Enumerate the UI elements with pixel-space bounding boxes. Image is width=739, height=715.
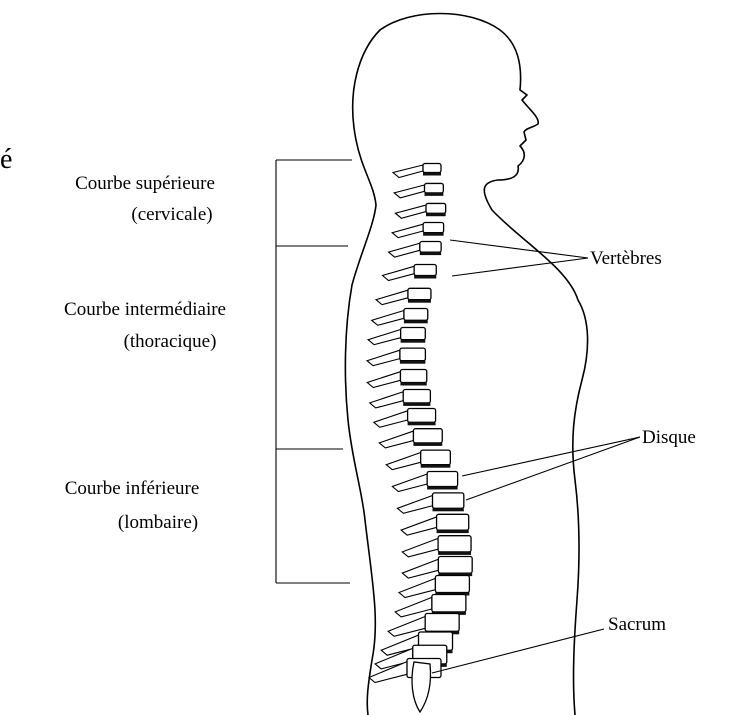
vertebra-body <box>435 576 469 593</box>
vertebra-body <box>425 183 444 192</box>
vertebra-body <box>425 614 459 632</box>
vertebra-body <box>432 595 466 612</box>
vertebrae-label: Vertèbres <box>590 248 662 269</box>
intervertebral-disc <box>413 443 442 446</box>
spinous-process <box>383 266 415 280</box>
vertebra-body <box>421 450 451 465</box>
lower-curve-sublabel: (lombaire) <box>118 512 198 533</box>
vertebra-body <box>420 242 441 253</box>
upper-curve-sublabel: (cervicale) <box>131 204 212 225</box>
spinous-process <box>393 165 423 178</box>
disc-leader-line-2 <box>466 437 640 500</box>
intervertebral-disc <box>437 530 469 533</box>
disc-label: Disque <box>642 427 696 448</box>
spinous-process <box>392 224 423 238</box>
spinous-process <box>379 431 413 448</box>
upper-curve-label: Courbe supérieure <box>75 173 215 194</box>
spinous-process <box>370 392 404 408</box>
vertebra-body <box>403 390 430 403</box>
spinous-process <box>402 538 438 557</box>
vertebra-body <box>413 429 442 443</box>
disc-leader-line-1 <box>462 437 640 476</box>
vertebra-body <box>400 370 426 383</box>
vertebra-body <box>414 265 436 276</box>
spinous-process <box>392 474 427 492</box>
vertebra-body <box>438 536 471 552</box>
intervertebral-disc <box>408 300 431 303</box>
intervertebral-disc <box>408 422 436 425</box>
intervertebral-disc <box>423 233 443 236</box>
vertebrae-leader-line-2 <box>452 258 588 276</box>
vertebra-body <box>423 164 441 173</box>
intervertebral-disc <box>401 340 426 343</box>
intervertebral-disc <box>423 173 441 176</box>
vertebra-body <box>401 328 426 340</box>
intervertebral-disc <box>414 276 436 279</box>
sacrum-label: Sacrum <box>608 614 666 635</box>
spinous-process <box>399 578 435 597</box>
vertebra-body <box>423 223 443 233</box>
spinous-process <box>395 205 426 218</box>
spinous-process <box>397 495 432 513</box>
intervertebral-disc <box>403 403 430 406</box>
spinous-process <box>372 310 404 325</box>
intervertebral-disc <box>421 465 451 468</box>
vertebra-body <box>438 557 472 574</box>
spinous-process <box>367 372 400 388</box>
intervertebral-disc <box>404 320 428 323</box>
vertebra-body <box>426 203 446 213</box>
intervertebral-disc <box>425 193 444 196</box>
intervertebral-disc <box>433 508 464 511</box>
vertebral-column <box>367 164 472 713</box>
sacrum-bone <box>412 662 431 712</box>
spinous-process <box>389 243 420 257</box>
vertebra-body <box>408 288 431 299</box>
intervertebral-disc <box>427 487 457 490</box>
vertebrae-leader-line-1 <box>450 240 588 258</box>
middle-curve-sublabel: (thoracique) <box>124 331 217 352</box>
vertebra-body <box>404 309 428 321</box>
intervertebral-disc <box>426 213 446 216</box>
intervertebral-disc <box>438 552 471 555</box>
vertebra-body <box>433 493 464 508</box>
spinous-process <box>402 559 438 578</box>
spinous-process <box>367 350 400 366</box>
vertebra-body <box>408 409 436 423</box>
intervertebral-disc <box>420 252 441 255</box>
vertebra-body <box>437 514 469 530</box>
spinous-process <box>394 185 424 198</box>
spinous-process <box>368 330 401 345</box>
sacrum-leader-line <box>432 629 604 673</box>
spinous-process <box>374 411 408 428</box>
spinous-process <box>401 517 436 535</box>
vertebra-body <box>427 472 457 487</box>
vertebra-body <box>400 348 425 361</box>
intervertebral-disc <box>400 361 425 364</box>
lower-curve-label: Courbe inférieure <box>65 478 200 499</box>
middle-curve-label: Courbe intermédiaire <box>64 299 226 320</box>
intervertebral-disc <box>400 383 426 386</box>
cropped-text-fragment: é <box>0 144 12 175</box>
curve-bracket <box>276 160 352 583</box>
spinous-process <box>376 290 408 305</box>
body-silhouette-front <box>345 30 380 715</box>
spinous-process <box>386 453 420 470</box>
